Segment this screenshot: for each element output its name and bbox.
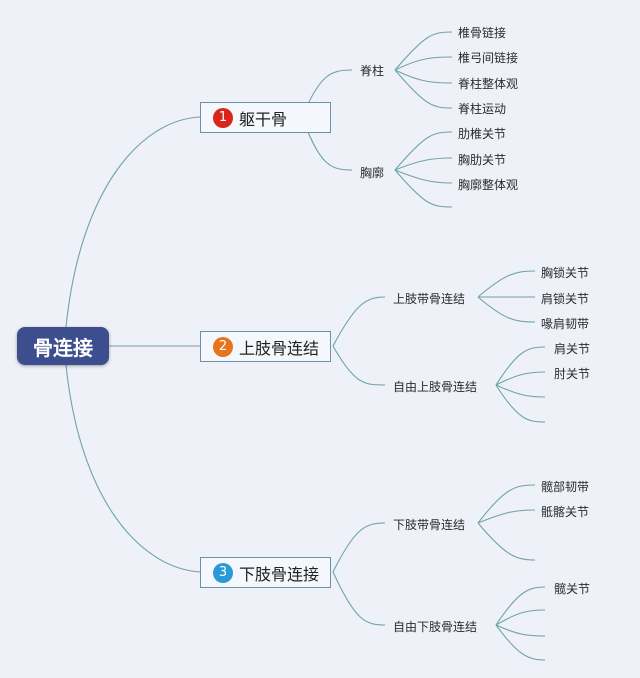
leaf-topic[interactable]: 肩锁关节	[541, 292, 590, 306]
leaf-topic[interactable]: 椎骨链接	[458, 26, 507, 40]
subtopic-lower-free[interactable]: 自由下肢骨连结	[393, 620, 478, 634]
subtopic-upper-girdle[interactable]: 上肢带骨连结	[393, 292, 466, 306]
connector-lower-girdle-leaf	[477, 522, 536, 561]
connector-b2-girdle	[332, 296, 386, 347]
connector-b3-free	[332, 571, 386, 626]
connector-root-branch-1	[65, 116, 201, 328]
connector-b2-free	[332, 345, 386, 386]
leaf-topic[interactable]: 肩关节	[554, 342, 591, 356]
leaf-topic[interactable]: 胸廓整体观	[458, 178, 519, 192]
leaf-topic[interactable]: 胸肋关节	[458, 153, 507, 167]
connector-spine-leaf	[394, 56, 453, 71]
connector-thorax-leaf	[394, 157, 453, 171]
main-topic-label: 上肢骨连结	[239, 338, 320, 358]
connector-b3-girdle	[332, 522, 386, 573]
main-topic-label: 躯干骨	[239, 109, 288, 129]
connector-lower-free-leaf	[495, 624, 546, 637]
main-topic-label: 下肢骨连接	[239, 564, 320, 584]
leaf-topic[interactable]: 髋关节	[554, 582, 591, 596]
subtopic-spine[interactable]: 脊柱	[360, 64, 385, 78]
leaf-topic[interactable]: 髋部韧带	[541, 480, 590, 494]
subtopic-thorax[interactable]: 胸廓	[360, 166, 385, 180]
connector-lower-free-leaf	[495, 624, 546, 661]
leaf-topic[interactable]: 胸锁关节	[541, 266, 590, 280]
main-topic-upper-limb[interactable]: 2 上肢骨连结	[200, 331, 331, 362]
subtopic-upper-free[interactable]: 自由上肢骨连结	[393, 380, 478, 394]
root-topic[interactable]: 骨连接	[17, 327, 109, 365]
connector-spine-leaf	[394, 69, 453, 109]
connector-lower-girdle-leaf	[477, 509, 536, 524]
number-badge: 2	[213, 336, 233, 357]
subtopic-lower-girdle[interactable]: 下肢带骨连结	[393, 518, 466, 532]
connector-thorax-leaf	[394, 169, 453, 184]
leaf-topic[interactable]: 脊柱整体观	[458, 77, 519, 91]
root-topic-label: 骨连接	[33, 335, 93, 360]
connector-upper-free-leaf	[495, 384, 546, 423]
connector-spine-leaf	[394, 69, 453, 84]
connector-upper-girdle-leaf	[477, 296, 536, 323]
connector-lower-girdle-leaf	[477, 484, 536, 524]
leaf-topic[interactable]: 肘关节	[554, 367, 591, 381]
connector-thorax-leaf	[394, 131, 453, 171]
connector-thorax-leaf	[394, 169, 453, 208]
leaf-topic[interactable]: 椎弓间链接	[458, 51, 519, 65]
connector-spine-leaf	[394, 31, 453, 71]
connector-upper-girdle-leaf	[477, 270, 536, 298]
leaf-topic[interactable]: 脊柱运动	[458, 102, 507, 116]
leaf-topic[interactable]: 喙肩韧带	[541, 317, 590, 331]
connector-upper-free-leaf	[495, 346, 546, 386]
number-badge: 3	[213, 562, 233, 583]
connector-lower-free-leaf	[495, 586, 546, 626]
leaf-topic[interactable]: 骶髂关节	[541, 505, 590, 519]
connector-root-branch-3	[65, 364, 201, 573]
leaf-topic[interactable]: 肋椎关节	[458, 127, 507, 141]
main-topic-trunk[interactable]: 1 躯干骨	[200, 102, 331, 133]
connector-upper-free-leaf	[495, 371, 546, 386]
connector-lower-free-leaf	[495, 609, 546, 626]
number-badge: 1	[213, 107, 233, 128]
main-topic-lower-limb[interactable]: 3 下肢骨连接	[200, 557, 331, 588]
connector-upper-free-leaf	[495, 384, 546, 398]
